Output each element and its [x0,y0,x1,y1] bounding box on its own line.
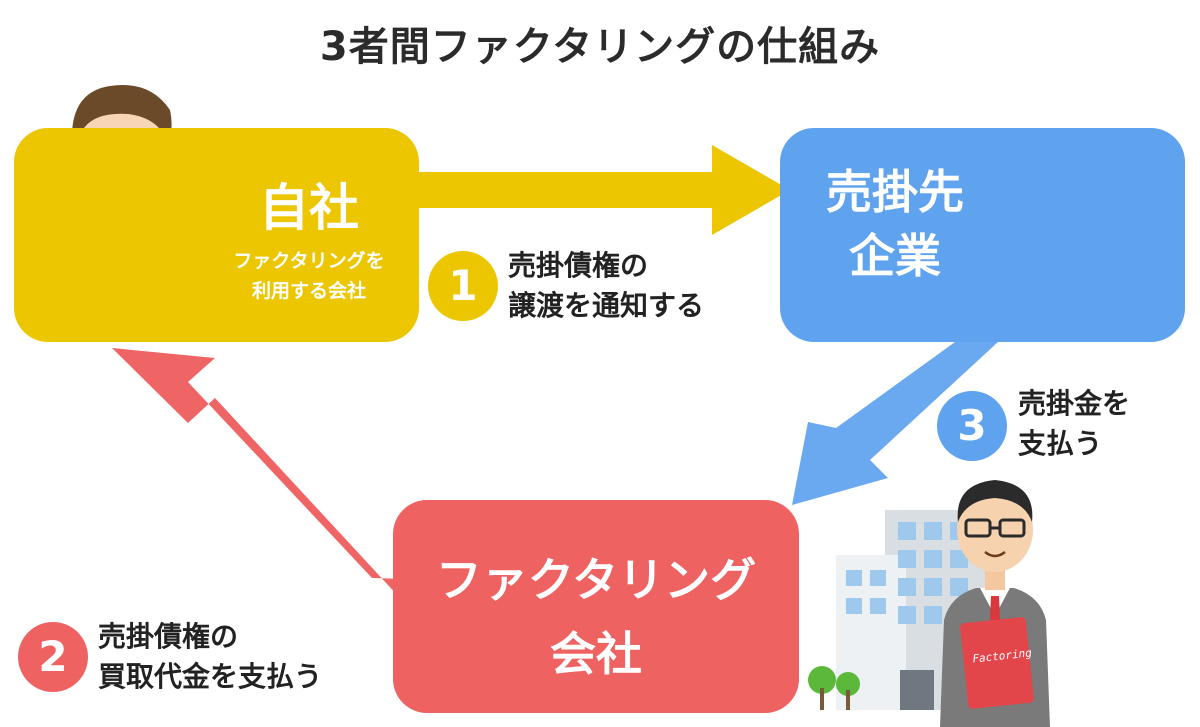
step-2-label: 売掛債権の 買取代金を支払う [98,617,322,697]
self-company-sub-line: ファクタリングを [233,250,385,272]
buyer-company-name-line: 企業 [849,229,941,283]
folder-label: Factoring [972,646,1033,665]
factoring-company-name-line: ファクタリング [435,553,757,607]
step-3-label-line: 売掛金を [1018,387,1131,420]
step-2-label-line: 買取代金を支払う [98,660,323,693]
step-2-badge: 2 [18,622,88,692]
buyer-company-name: 売掛先 企業 [790,160,1000,288]
arrow-pay-receivable [792,342,998,505]
step-2-label-line: 売掛債権の [98,620,239,653]
arrow-pay-purchase [112,348,438,598]
step-1-label-line: 売掛債権の [508,249,649,282]
step-1-label-line: 譲渡を通知する [508,289,705,322]
factoring-staff-illustration: Factoring [940,480,1050,727]
step-3-badge: 3 [937,391,1007,461]
buyer-company-name-line: 売掛先 [826,165,964,219]
page-title: 3者間ファクタリングの仕組み [319,24,881,70]
node-factoring-company: ファクタリング 会社 [393,500,799,713]
node-buyer-company: 売掛先 企業 [780,128,1185,342]
self-company-description: ファクタリングを 利用する会社 [204,246,414,306]
step-1-label: 売掛債権の 譲渡を通知する [508,246,704,326]
self-company-sub-line: 利用する会社 [251,280,366,302]
step-3-label: 売掛金を 支払う [1018,384,1130,464]
self-company-name: 自社 [259,179,359,237]
step-3-label-line: 支払う [1018,427,1103,460]
node-self-company: 自社 ファクタリングを 利用する会社 [14,128,419,342]
step-1-badge: 1 [428,251,498,321]
arrow-notify [410,145,790,235]
factoring-company-name-line: 会社 [550,627,642,681]
